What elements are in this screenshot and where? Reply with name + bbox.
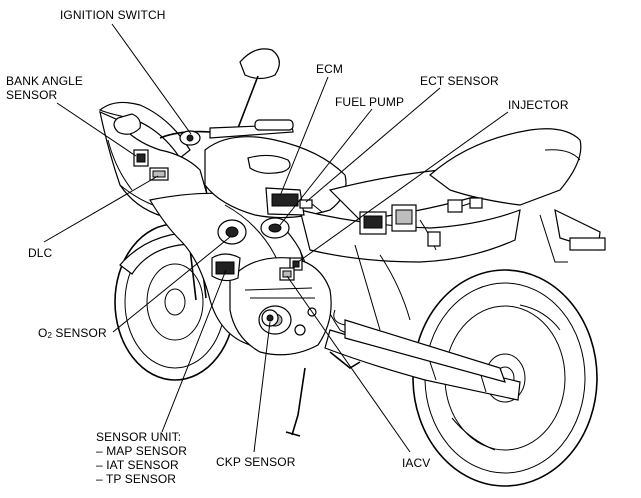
label-tp-sensor: – TP SENSOR — [96, 472, 177, 486]
label-bank-angle-sensor-line2: SENSOR — [6, 88, 58, 102]
rear-electrics — [359, 197, 483, 247]
label-iacv: IACV — [402, 456, 431, 470]
sensor-unit-part — [211, 253, 241, 282]
o2-sensor-suffix: SENSOR — [52, 326, 107, 340]
ignition-switch-part — [179, 130, 201, 146]
rear-wheel — [412, 269, 598, 487]
label-injector: INJECTOR — [508, 98, 569, 112]
label-dlc: DLC — [28, 246, 53, 260]
label-ect-sensor: ECT SENSOR — [420, 74, 499, 88]
ect-sensor-part — [299, 199, 323, 213]
label-bank-angle-sensor-line1: BANK ANGLE — [6, 74, 84, 88]
label-ecm: ECM — [316, 62, 343, 76]
fuel-cap — [247, 154, 291, 174]
bank-angle-sensor-part — [133, 149, 149, 167]
o2-sensor-prefix: O — [38, 326, 48, 340]
label-ckp-sensor: CKP SENSOR — [216, 455, 296, 469]
leader-lines — [43, 23, 509, 453]
dlc-part — [149, 167, 169, 181]
o2-sensor-part — [217, 219, 247, 245]
label-o2-sensor: O2 SENSOR — [38, 326, 107, 343]
fuel-pump-part — [260, 217, 290, 239]
label-iat-sensor: – IAT SENSOR — [96, 458, 179, 472]
seat-and-tail — [328, 128, 606, 263]
o2-sensor-subscript: 2 — [47, 331, 52, 340]
label-ignition-switch: IGNITION SWITCH — [60, 8, 166, 22]
ckp-sensor-part — [261, 309, 279, 327]
rear-shock — [379, 254, 411, 321]
label-fuel-pump: FUEL PUMP — [335, 95, 405, 109]
swingarm — [344, 319, 506, 383]
label-sensor-unit-title: SENSOR UNIT: — [96, 430, 182, 444]
ecm-part — [265, 187, 305, 216]
label-map-sensor: – MAP SENSOR — [96, 444, 188, 458]
handlebars — [159, 48, 294, 139]
swingarm-pivot — [333, 309, 346, 326]
side-stand — [285, 351, 361, 437]
iacv-part — [279, 267, 295, 281]
